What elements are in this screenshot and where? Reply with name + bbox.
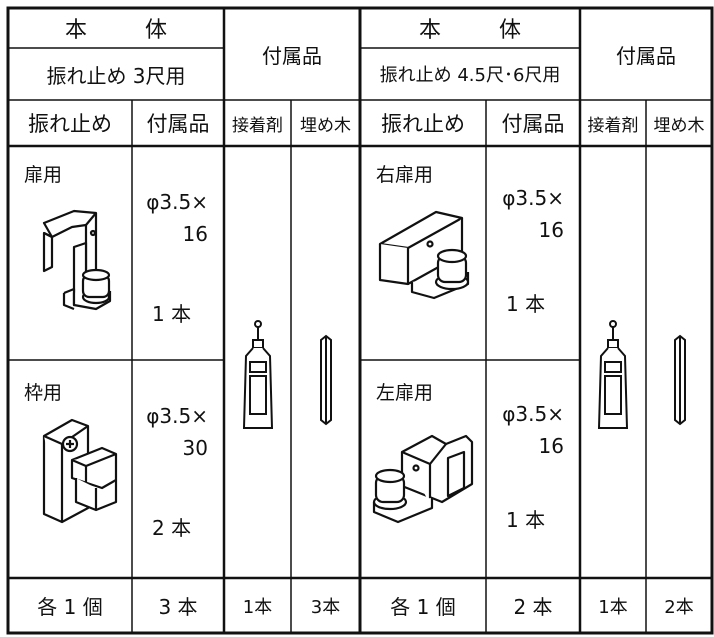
left-row2-spec: φ3.5× 30	[136, 400, 208, 464]
right-row2-qty: 1 本	[506, 508, 546, 532]
wood-filler-stick-icon	[320, 334, 332, 426]
left-row2-qty: 2 本	[152, 516, 192, 540]
left-row1-label: 扉用	[24, 164, 63, 186]
right-footer-accessory: 2 本	[513, 595, 553, 619]
left-col-stopper: 振れ止め	[28, 112, 112, 136]
right-row1-qty: 1 本	[506, 292, 546, 316]
left-col-filler: 埋め木	[300, 115, 351, 136]
left-row2-label: 枠用	[24, 382, 63, 404]
left-header-sub: 振れ止め 3尺用	[46, 63, 186, 88]
door-stopper-bracket-icon	[42, 209, 112, 311]
adhesive-tube-icon	[597, 320, 629, 429]
left-footer-filler: 3本	[310, 596, 341, 618]
right-row1-spec: φ3.5× 16	[490, 182, 564, 246]
left-row1-spec-line2: 16	[182, 222, 208, 246]
left-row2-spec-line1: φ3.5×	[146, 404, 208, 428]
right-col-filler: 埋め木	[653, 115, 705, 136]
left-col-adhesive: 接着剤	[232, 115, 283, 136]
right-row2-label: 左扉用	[376, 382, 434, 404]
right-header-main: 本 体	[418, 18, 539, 43]
left-footer-accessory: 3 本	[158, 595, 198, 619]
left-col-accessory: 付属品	[146, 112, 210, 136]
right-footer-adhesive: 1本	[598, 596, 628, 618]
right-col-adhesive: 接着剤	[587, 115, 639, 136]
right-row2-spec-line2: 16	[538, 434, 564, 458]
left-row2-spec-line2: 30	[182, 436, 208, 460]
left-accessories-header: 付属品	[262, 43, 322, 68]
wood-filler-stick-icon	[674, 334, 686, 426]
right-row1-spec-line2: 16	[538, 218, 564, 242]
right-col-accessory: 付属品	[501, 112, 565, 136]
frame-stopper-bracket-icon	[42, 418, 118, 524]
left-footer-adhesive: 1本	[242, 596, 273, 618]
left-door-stopper-icon	[372, 434, 474, 524]
right-door-stopper-icon	[378, 210, 470, 300]
right-row1-spec-line1: φ3.5×	[502, 186, 564, 210]
right-footer-filler: 2本	[664, 596, 694, 618]
right-header-sub: 振れ止め 4.5尺･6尺用	[379, 65, 561, 86]
right-accessories-header: 付属品	[616, 43, 676, 68]
right-row1-label: 右扉用	[376, 164, 434, 186]
right-row2-spec: φ3.5× 16	[490, 398, 564, 462]
right-row2-spec-line1: φ3.5×	[502, 402, 564, 426]
left-footer-stopper: 各 1 個	[37, 595, 103, 619]
left-row1-spec-line1: φ3.5×	[146, 190, 208, 214]
left-row1-spec: φ3.5× 16	[136, 186, 208, 250]
right-col-stopper: 振れ止め	[381, 112, 465, 136]
left-header-main: 本 体	[64, 18, 185, 43]
left-row1-qty: 1 本	[152, 302, 192, 326]
adhesive-tube-icon	[242, 320, 274, 429]
right-footer-stopper: 各 1 個	[390, 595, 456, 619]
